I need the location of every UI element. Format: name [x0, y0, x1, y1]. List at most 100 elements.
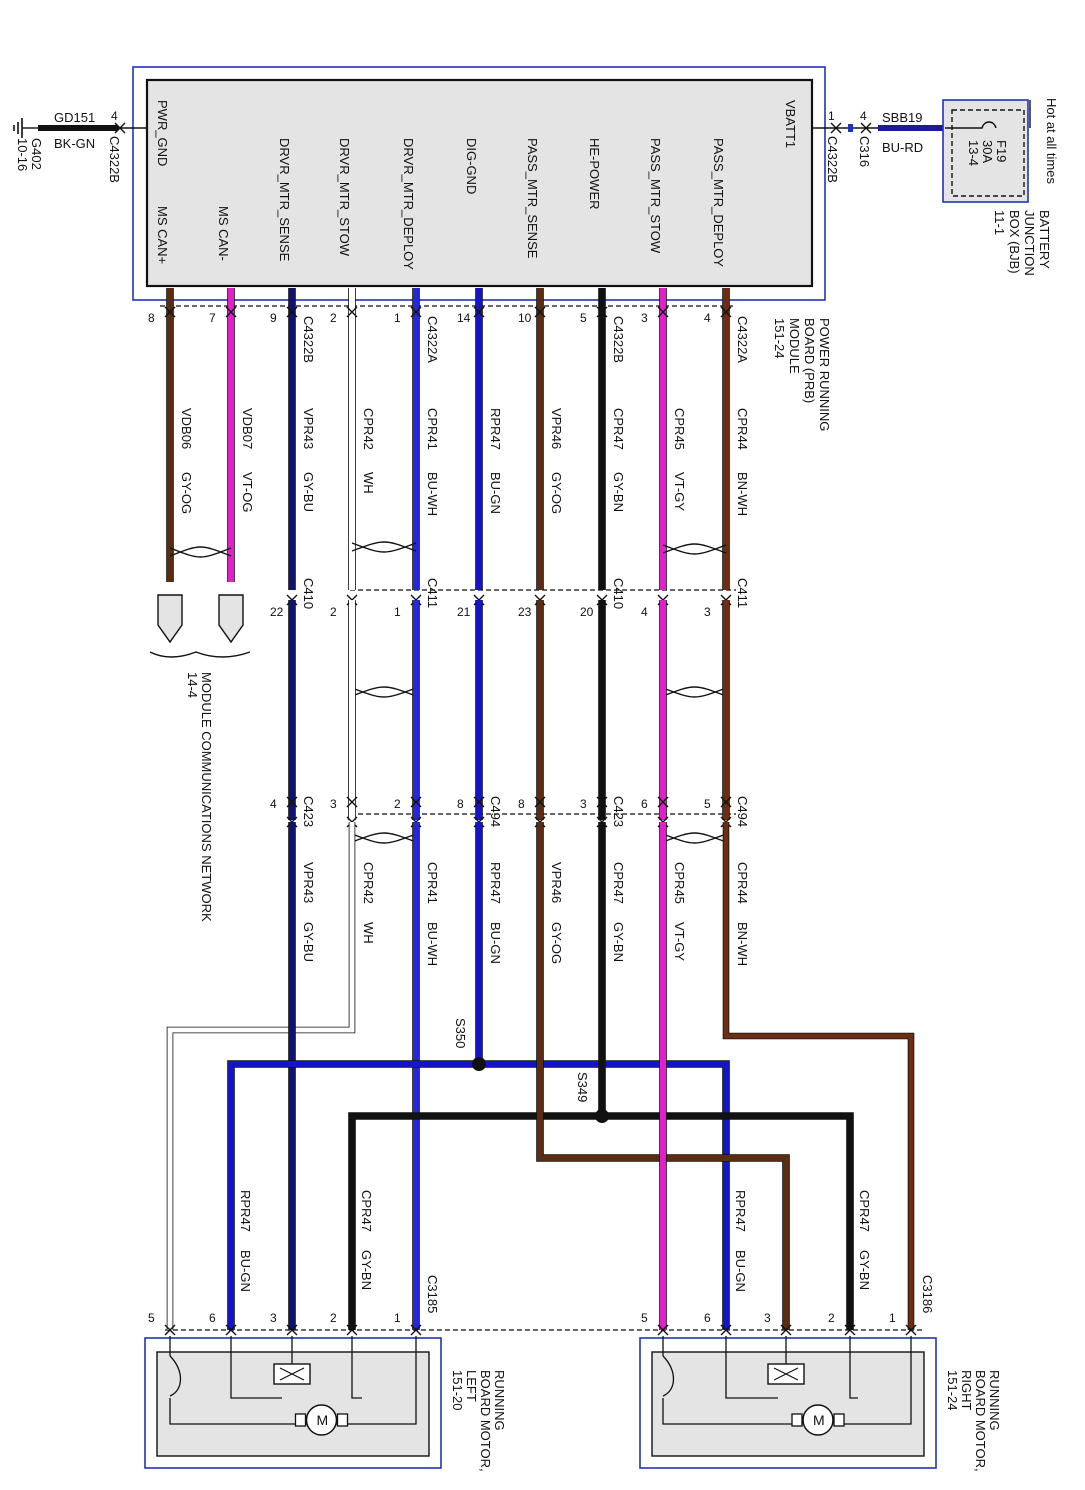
wire-color: BU-GN	[488, 472, 503, 514]
circuit-id: CPR42	[361, 408, 376, 450]
motor-label-line: BOARD MOTOR,	[478, 1370, 493, 1472]
ground-wire-color: BK-GN	[54, 136, 95, 151]
ground-circuit: GD151 BK-GN 4 C4322B G402 10-16	[13, 109, 147, 183]
circuit-id: CPR47	[611, 862, 626, 904]
motor-symbol: M	[813, 1412, 825, 1428]
circuit-id: CPR47	[857, 1190, 872, 1232]
splice-s350-dot	[472, 1057, 486, 1071]
circuit-id: VPR46	[549, 862, 564, 903]
svg-text:BOARD (PRB): BOARD (PRB)	[802, 318, 817, 403]
pin-number: 6	[209, 1311, 216, 1325]
pin-number: 2	[330, 311, 337, 325]
connector-label: C3186	[920, 1275, 935, 1313]
battery-feed-circuit: SBB19	[882, 110, 922, 125]
mcn-ref: 14-4	[185, 672, 200, 698]
vbatt1-label: VBATT1	[783, 100, 798, 148]
svg-text:MODULE: MODULE	[787, 318, 802, 374]
pin-number: 14	[457, 311, 471, 325]
wire-color: VT-OG	[240, 472, 255, 512]
wire-color: BU-GN	[733, 1250, 748, 1292]
wire-color: VT-GY	[672, 922, 687, 961]
pin-number: 5	[580, 311, 587, 325]
circuit-id: CPR42	[361, 862, 376, 904]
mcn-connector-icon	[218, 594, 244, 644]
motor-label-line: RUNNING	[492, 1370, 507, 1431]
connector-label: C410	[611, 578, 626, 609]
connector-label: C494	[735, 796, 750, 827]
wire-color: GY-BN	[611, 922, 626, 962]
pin-number: 22	[270, 605, 284, 619]
motor-label-line: 151-20	[450, 1370, 465, 1410]
pin-number: 6	[704, 1311, 711, 1325]
terminal-label-pass_mtr_sense: PASS_MTR_SENSE	[525, 138, 540, 259]
terminal-label-ms can-: MS CAN-	[216, 206, 231, 261]
circuit-id: CPR47	[611, 408, 626, 450]
circuit-id: VDB06	[179, 408, 194, 449]
connector-label: C410	[301, 578, 316, 609]
circuit-id: RPR47	[488, 862, 503, 904]
wire-color: BU-GN	[238, 1250, 253, 1292]
pin-number: 8	[148, 311, 155, 325]
connector-label: C4322A	[425, 316, 440, 363]
circuit-id: VPR43	[301, 408, 316, 449]
bjb-label-line1: BATTERY	[1037, 210, 1052, 269]
twisted-pair-icon	[662, 543, 727, 555]
motor-label-line: RUNNING	[987, 1370, 1002, 1431]
pin-number: 9	[270, 311, 277, 325]
limit-switch-icon	[169, 1355, 182, 1397]
motor-label-line: 151-24	[945, 1370, 960, 1410]
hot-at-all-times: Hot at all times	[1044, 98, 1059, 184]
ground-ref: 10-16	[15, 138, 30, 171]
connector-label: C3185	[425, 1275, 440, 1313]
terminal-label-drvr_mtr_stow: DRVR_MTR_STOW	[337, 138, 352, 257]
wire-color: BU-GN	[488, 922, 503, 964]
pin-number: 4	[641, 605, 648, 619]
prb-module-label: POWER RUNNING BOARD (PRB) MODULE 151-24	[772, 318, 832, 431]
circuit-id: CPR47	[359, 1190, 374, 1232]
wire-color: GY-OG	[179, 472, 194, 514]
twisted-pair-icon	[662, 832, 727, 844]
circuit-id: CPR45	[672, 408, 687, 450]
wire-color: BU-WH	[425, 922, 440, 966]
ground-pin: 4	[111, 109, 118, 123]
pin-number: 1	[394, 311, 401, 325]
twisted-pair-icon	[662, 686, 727, 698]
battery-feed-bjb-pin: 4	[860, 109, 867, 123]
pwr-gnd-label: PWR_GND	[155, 100, 170, 166]
pin-number: 3	[580, 797, 587, 811]
battery-feed-bjb-connector: C316	[857, 136, 872, 167]
wire-color: GY-OG	[549, 922, 564, 964]
wire-color: BN-WH	[735, 472, 750, 516]
twisted-pair-icon	[351, 686, 417, 698]
pin-number: 4	[270, 797, 277, 811]
terminal-label-dig-gnd: DIG-GND	[464, 138, 479, 194]
motor-label-line: RIGHT	[959, 1370, 974, 1411]
terminal-label-pass_mtr_stow: PASS_MTR_STOW	[648, 138, 663, 254]
pin-number: 4	[704, 311, 711, 325]
pin-number: 3	[330, 797, 337, 811]
circuit-id: VPR46	[549, 408, 564, 449]
wire-color: GY-OG	[549, 472, 564, 514]
terminal-label-pass_mtr_deploy: PASS_MTR_DEPLOY	[711, 138, 726, 267]
pin-number: 3	[641, 311, 648, 325]
battery-feed: 1 C4322B 4 C316 SBB19 BU-RD	[812, 109, 945, 183]
circuit-id: CPR41	[425, 862, 440, 904]
splice-s350-label: S350	[453, 1018, 468, 1048]
wire-color: WH	[361, 472, 376, 494]
wire-color: WH	[361, 922, 376, 944]
wire-rpr47-branches	[227, 1060, 730, 1330]
circuit-id: RPR47	[733, 1190, 748, 1232]
terminal-label-he-power: HE-POWER	[587, 138, 602, 210]
pin-number: 5	[641, 1311, 648, 1325]
pin-number: 21	[457, 605, 471, 619]
connector-label: C411	[735, 578, 750, 608]
ground-id: G402	[29, 138, 44, 170]
splice-s349-dot	[595, 1109, 609, 1123]
pin-number: 3	[270, 1311, 277, 1325]
pin-number: 2	[394, 797, 401, 811]
circuit-id: VDB07	[240, 408, 255, 449]
motor-icon	[802, 1404, 834, 1436]
limit-switch-icon	[662, 1355, 675, 1397]
battery-feed-color: BU-RD	[882, 140, 923, 155]
